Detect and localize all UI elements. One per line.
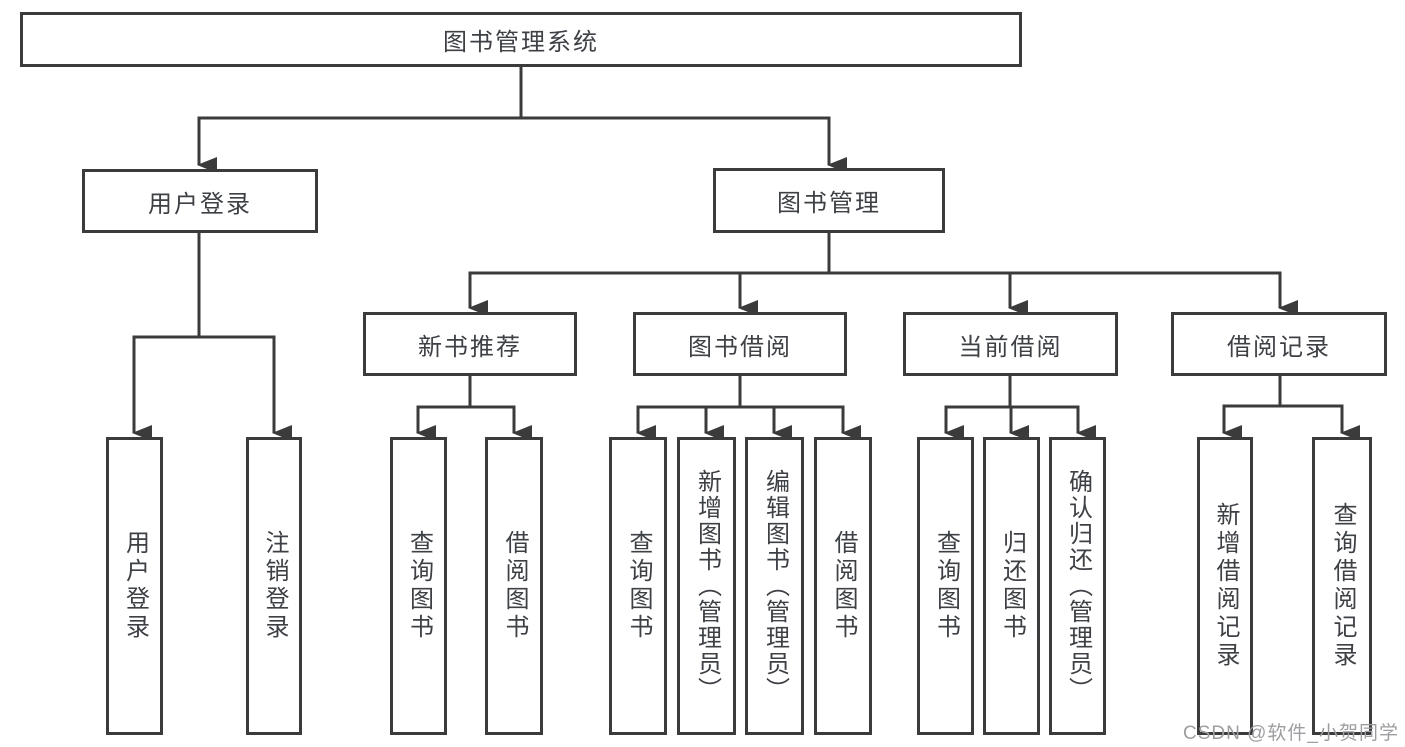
leaf-newbooks-query-books-label: 查询图书	[405, 530, 433, 642]
leaf-current-query-books: 查询图书	[917, 437, 974, 735]
leaf-newbooks-borrow-books: 借阅图书	[485, 437, 543, 735]
leaf-records-add-record-label: 新增借阅记录	[1212, 502, 1239, 670]
leaf-borrow-add-books-admin: 新增图书（管理员）	[677, 437, 736, 735]
node-current-borrow-label: 当前借阅	[958, 333, 1063, 361]
leaf-borrow-borrow-books-label: 借阅图书	[830, 530, 857, 642]
node-book-management: 图书管理	[713, 168, 945, 233]
node-book-borrow-label: 图书借阅	[688, 333, 792, 361]
leaf-newbooks-query-books: 查询图书	[390, 437, 447, 735]
node-book-management-label: 图书管理	[777, 190, 881, 217]
node-new-book-recommend-label: 新书推荐	[418, 333, 522, 361]
leaf-current-confirm-return-admin-label: 确认归还（管理员）	[1064, 469, 1092, 703]
node-new-book-recommend: 新书推荐	[363, 312, 577, 376]
leaf-borrow-edit-books-admin: 编辑图书（管理员）	[745, 437, 804, 735]
csdn-watermark: CSDN @软件_小贺同学	[1183, 723, 1399, 744]
node-root: 图书管理系统	[20, 12, 1022, 67]
leaf-records-add-record: 新增借阅记录	[1197, 437, 1253, 735]
leaf-current-return-books-label: 归还图书	[998, 530, 1026, 642]
node-root-label: 图书管理系统	[443, 29, 599, 56]
leaf-borrow-query-books: 查询图书	[609, 437, 667, 735]
node-current-borrow: 当前借阅	[903, 312, 1118, 376]
leaf-borrow-query-books-label: 查询图书	[625, 530, 652, 642]
node-user-login: 用户登录	[82, 169, 318, 233]
leaf-newbooks-borrow-books-label: 借阅图书	[501, 530, 528, 642]
leaf-borrow-borrow-books: 借阅图书	[814, 437, 872, 735]
leaf-records-query-record-label: 查询借阅记录	[1329, 502, 1356, 670]
leaf-borrow-add-books-admin-label: 新增图书（管理员）	[693, 469, 721, 703]
node-borrow-records: 借阅记录	[1171, 312, 1387, 376]
leaf-user-login-label: 用户登录	[121, 530, 149, 642]
leaf-user-login: 用户登录	[106, 437, 163, 735]
leaf-borrow-edit-books-admin-label: 编辑图书（管理员）	[761, 469, 789, 703]
leaf-logout-label: 注销登录	[261, 530, 288, 642]
leaf-records-query-record: 查询借阅记录	[1312, 437, 1372, 735]
leaf-logout: 注销登录	[246, 437, 302, 735]
node-user-login-label: 用户登录	[148, 190, 252, 218]
leaf-current-query-books-label: 查询图书	[932, 530, 960, 642]
leaf-current-return-books: 归还图书	[983, 437, 1040, 735]
node-borrow-records-label: 借阅记录	[1227, 333, 1331, 361]
leaf-current-confirm-return-admin: 确认归还（管理员）	[1049, 437, 1106, 735]
node-book-borrow: 图书借阅	[633, 312, 847, 376]
